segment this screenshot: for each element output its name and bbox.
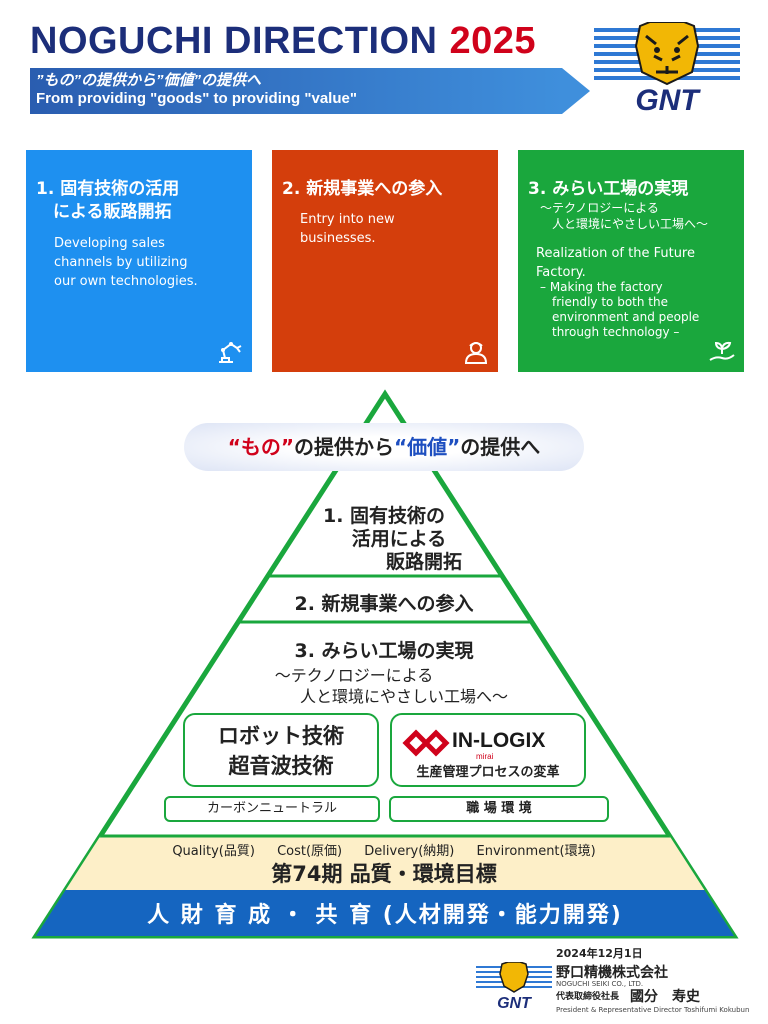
value-slogan-pill: “もの”の提供から“価値”の提供へ xyxy=(184,423,584,471)
qcde-environment: Environment(環境) xyxy=(476,844,596,859)
box3-text-detail: – Making the factory friendly to both th… xyxy=(540,280,700,339)
base-band xyxy=(36,890,734,936)
tier-3-text: 3. みらい工場の実現 xyxy=(294,640,474,662)
inlogix-subtitle: 生産管理プロセスの変革 xyxy=(416,765,560,780)
tier-3-subtitle: ～テクノロジーによる 人と環境にやさしい工場へ～ xyxy=(150,665,618,707)
box1-text: Developing sales channels by utilizing o… xyxy=(54,236,198,289)
banner-text: ”もの”の提供から”価値”の提供へ From providing "goods"… xyxy=(36,72,357,108)
workplace-env-label: 職 場 環 境 xyxy=(389,796,609,822)
box2-heading: 2. 新規事業への参入 xyxy=(282,179,443,199)
box3-heading: 3. みらい工場の実現 xyxy=(528,179,689,199)
tiger-icon xyxy=(634,22,700,86)
qcde-cost: Cost(原価) xyxy=(277,844,343,859)
pill-quote-close: ” xyxy=(280,435,294,459)
robot-arm-icon xyxy=(219,342,242,363)
inlogix-box: IN-LOGIX mirai 生産管理プロセスの変革 xyxy=(390,713,586,787)
box3-subtitle: ～テクノロジーによる 人と環境にやさしい工場へ～ xyxy=(540,201,709,231)
tier3-sub-line2: 人と環境にやさしい工場へ～ xyxy=(299,687,508,706)
banner-en: From providing "goods" to providing "val… xyxy=(36,90,357,107)
hr-development-base: 人 財 育 成 ・ 共 育 (人材開発・能力開発) xyxy=(147,903,623,928)
qcde-row: Quality(品質) Cost(原価) Delivery(納期) Enviro… xyxy=(100,840,668,859)
tier1-line2: 活用による xyxy=(351,528,447,550)
inlogix-mirai: mirai xyxy=(476,752,494,761)
tier-1-text: 1. 固有技術の 活用による 販路開拓 xyxy=(200,505,568,574)
issue-date: 2024年12月1日 xyxy=(556,947,643,960)
company-name-en: NOGUCHI SEIKI CO., LTD. xyxy=(556,980,644,988)
pill-quote-open: “ xyxy=(227,435,241,459)
page-title: NOGUCHI DIRECTION 2025 xyxy=(30,20,536,63)
hand-plant-icon xyxy=(709,341,735,361)
tier3-sub-line1: ～テクノロジーによる xyxy=(274,666,434,685)
carbon-neutral-label: カーボンニュートラル xyxy=(164,796,380,822)
tier-2-text: 2. 新規事業への参入 xyxy=(294,593,474,615)
banner-arrow-tip xyxy=(562,68,590,114)
president-role-en: President & Representative Director Tosh… xyxy=(556,1006,750,1014)
strategy-box-1: 1. 固有技術の活用 による販路開拓 Developing sales chan… xyxy=(26,150,252,372)
banner-jp: ”もの”の提供から”価値”の提供へ xyxy=(36,72,262,89)
gnt-logo: GNT xyxy=(594,22,740,114)
president-role: 代表取締役社長 xyxy=(556,992,620,1002)
qcde-delivery: Delivery(納期) xyxy=(364,844,455,859)
tier1-line3: 販路開拓 xyxy=(385,551,462,573)
worker-icon xyxy=(464,342,488,364)
tier1-line1: 1. 固有技術の xyxy=(322,505,446,527)
pill-mono: もの xyxy=(240,435,281,459)
tech-line2: 超音波技術 xyxy=(228,754,334,778)
pill-mid: の提供から xyxy=(294,435,394,459)
inlogix-name: IN-LOGIX xyxy=(452,729,545,752)
inlogix-logo: IN-LOGIX mirai xyxy=(402,729,545,761)
company-name: 野口精機株式会社 xyxy=(556,965,668,981)
infinity-icon xyxy=(402,729,450,757)
quality-band xyxy=(36,836,734,890)
footer-tiger-icon xyxy=(499,962,529,993)
tech-box: ロボット技術 超音波技術 xyxy=(183,713,379,787)
quality-goal-title: 第74期 品質・環境目標 xyxy=(271,862,497,886)
pill-end: の提供へ xyxy=(460,435,541,459)
title-text: NOGUCHI DIRECTION xyxy=(30,20,438,62)
footer-logo-text: GNT xyxy=(497,995,532,1010)
qcde-quality: Quality(品質) xyxy=(172,844,255,859)
slogan-banner xyxy=(30,68,562,114)
footer-gnt-logo: GNT xyxy=(476,962,552,1010)
strategy-box-2: 2. 新規事業への参入 Entry into new businesses. xyxy=(272,150,498,372)
tech-line1: ロボット技術 xyxy=(218,724,344,748)
pill-value: “価値” xyxy=(394,435,461,459)
box1-heading: 1. 固有技術の活用 による販路開拓 xyxy=(36,179,180,222)
box3-text: Realization of the Future Factory. xyxy=(536,246,695,280)
title-year: 2025 xyxy=(449,20,537,62)
president-name: 國分 寿史 xyxy=(630,989,700,1005)
logo-gnt-text: GNT xyxy=(635,84,701,114)
box2-text: Entry into new businesses. xyxy=(300,212,395,246)
strategy-box-3: 3. みらい工場の実現 ～テクノロジーによる 人と環境にやさしい工場へ～ Rea… xyxy=(518,150,744,372)
